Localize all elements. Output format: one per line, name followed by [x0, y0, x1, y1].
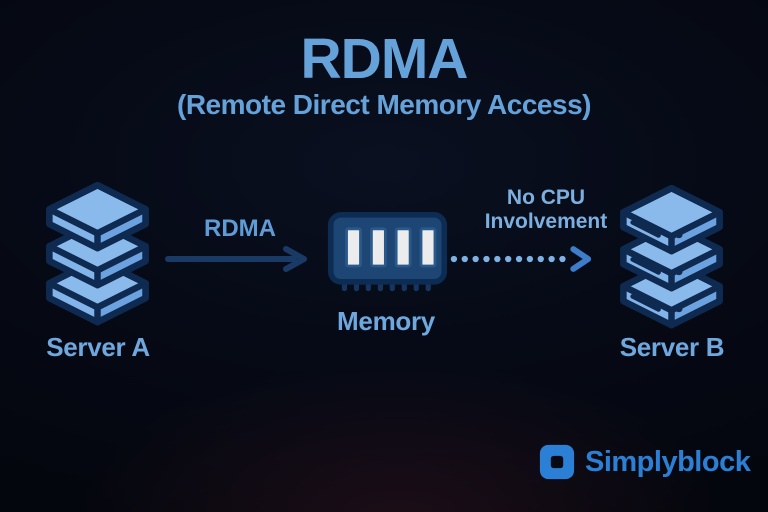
memory-chip-icon [327, 212, 448, 300]
dotted-arrow-right-icon [448, 246, 596, 278]
brand-name: Simplyblock [585, 445, 751, 478]
memory-node [327, 210, 448, 301]
rdma-solid-arrow [164, 246, 314, 277]
rdma-arrow-label: RDMA [204, 215, 276, 242]
server-stack-icon [42, 181, 153, 334]
no-cpu-arrow-label: No CPU Involvement [484, 186, 608, 233]
server-rack-icon [616, 184, 727, 337]
no-cpu-dotted-arrow [448, 244, 596, 279]
page-title: RDMA [300, 27, 469, 91]
server-b-label: Server B [619, 332, 725, 362]
memory-label: Memory [337, 306, 435, 336]
simplyblock-logo: Simplyblock [538, 443, 751, 481]
server-a-label: Server A [46, 332, 150, 362]
server-b-node [616, 184, 727, 333]
page-subtitle: (Remote Direct Memory Access) [177, 89, 591, 120]
simplyblock-logo-icon [538, 443, 576, 481]
arrow-right-icon [164, 246, 314, 276]
server-a-node [42, 181, 153, 330]
